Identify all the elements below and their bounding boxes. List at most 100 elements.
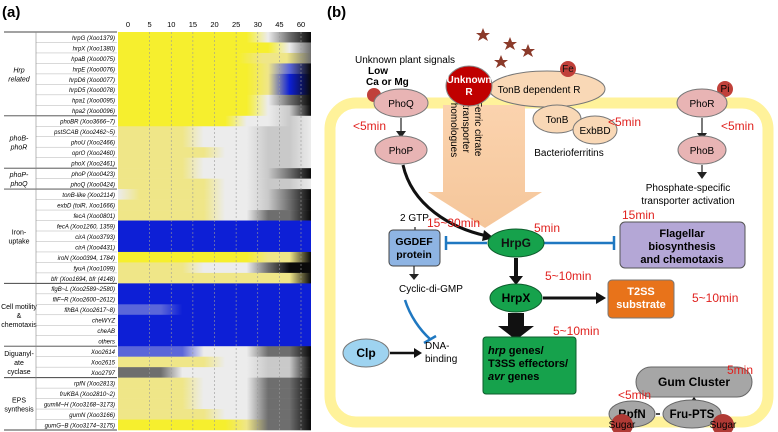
- heatmap-cell: [118, 189, 311, 200]
- heatmap-tick-label: 10: [167, 20, 175, 29]
- heatmap: [118, 32, 311, 431]
- heatmap-cell: [118, 398, 311, 410]
- heatmap-row: [118, 325, 311, 337]
- heatmap-row-label: gumM~H (Xoo3168~3173): [44, 402, 115, 408]
- dna-binding-label: DNA-binding: [425, 341, 457, 365]
- ferric-citrate-arrow: [428, 105, 542, 228]
- panel-b-letter: (b): [327, 4, 346, 21]
- phob-label: PhoB: [690, 146, 715, 157]
- phoq-time: <5min: [353, 119, 386, 133]
- heatmap-tick-label: 0: [126, 20, 130, 29]
- hrpg: [487, 228, 545, 258]
- hrpx: [489, 283, 543, 313]
- heatmap-cell: [118, 272, 311, 284]
- heatmap-row-label: Xoo2615: [90, 361, 116, 367]
- heatmap-row-label: rpfN (Xoo2813): [74, 381, 115, 387]
- heatmap-row: [118, 377, 311, 389]
- clp-label: Clp: [356, 346, 375, 360]
- phop-label: PhoP: [389, 146, 414, 157]
- phor-time: <5min: [721, 119, 754, 133]
- fe-ion: [560, 61, 576, 77]
- unknown-plant-signals-label: Unknown plant signals: [355, 55, 455, 66]
- panel-a-letter: (a): [2, 4, 20, 21]
- tonb-label: TonB: [546, 115, 569, 126]
- heatmap-row: [118, 272, 311, 284]
- heatmap-row-label: phoU (Xoo2466): [70, 141, 115, 147]
- flagellar-box: [619, 221, 746, 269]
- heatmap-row-label: fecA (Xoo0801): [74, 214, 115, 220]
- heatmap-row-label: hrpX (Xoo1380): [73, 46, 115, 52]
- heatmap-row-label: hrpD5 (Xoo0078): [69, 88, 115, 94]
- fe-label: Fe: [562, 64, 574, 75]
- heatmap-cell: [118, 241, 311, 253]
- heatmap-row: [118, 126, 311, 138]
- heatmap-group-label: phoB-phoR: [9, 135, 29, 151]
- heatmap-row-label: gumG~B (Xoo3174~3175): [45, 423, 115, 429]
- heatmap-row-label: bfr (Xoo1694, bfr (4148): [51, 277, 115, 283]
- heatmap-row-label: phoBR (Xoo3666~7): [59, 120, 115, 126]
- heatmap-row-label: cirA (Xoo3793): [75, 235, 115, 241]
- heatmap-row-label: gumN (Xoo3166): [69, 413, 115, 419]
- heatmap-cell: [118, 73, 311, 85]
- hrp-genes-time: 5~10min: [553, 324, 599, 338]
- heatmap-cell: [118, 52, 311, 64]
- heatmap-row: [118, 409, 311, 420]
- ggdef-arrowhead: [409, 274, 419, 280]
- heatmap-row: [118, 42, 311, 54]
- heatmap-row-label: phoX (Xoo2461): [70, 162, 115, 168]
- pi-ion: [717, 81, 733, 97]
- exbbd: [572, 115, 618, 145]
- heatmap-row: [118, 293, 311, 305]
- heatmap-group-label: Cell motility&chemotaxis: [1, 304, 37, 329]
- heatmap-row-label: phoQ (Xoo0424): [70, 182, 115, 188]
- heatmap-cell: [118, 356, 311, 368]
- heatmap-row-label: oprO (Xoo2460): [72, 151, 115, 157]
- cyclic-inhibit-clp: [403, 299, 431, 340]
- clp: [342, 338, 390, 368]
- hrpg-arrowhead: [509, 276, 523, 285]
- heatmap-row-label: cirA (Xoo4431): [75, 245, 115, 251]
- heatmap-tick-label: 25: [232, 20, 240, 29]
- tonb-dependent-label: TonB dependent R: [498, 85, 581, 96]
- heatmap-row-label: phoP (Xoo0423): [71, 172, 115, 178]
- hrp-genes-label: hrp genes/ T3SS effectors/ avr genes: [488, 345, 571, 383]
- hrpx-time: 5~10min: [545, 269, 591, 283]
- gtp-label: 2 GTP: [400, 213, 429, 224]
- heatmap-row-label: fruKBA (Xoo2810~2): [60, 392, 115, 398]
- heatmap-row-label: iroN (Xoo0394, 1784): [58, 256, 115, 262]
- heatmap-row: [118, 136, 311, 148]
- heatmap-row-label: exbD (tolR, Xoo1666): [57, 203, 115, 209]
- phop-to-hrpg-arrow: [401, 164, 488, 238]
- gum-time: 5min: [727, 363, 753, 377]
- heatmap-row-labels: hrpG (Xoo1379)hrpX (Xoo1380)hpaB (Xoo007…: [36, 31, 117, 429]
- phop: [374, 135, 428, 165]
- heatmap-row-label: fliF~R (Xoo2600~2612): [53, 298, 115, 304]
- heatmap-row: [118, 73, 311, 85]
- hrp-genes-box: [482, 336, 577, 395]
- phoq: [373, 88, 429, 118]
- phoq-arrowhead: [396, 131, 406, 138]
- hrpg-time: 5min: [534, 221, 560, 235]
- heatmap-row-label: others: [98, 340, 115, 346]
- flagellar-time: 15min: [622, 208, 655, 222]
- heatmap-cell: [118, 126, 311, 138]
- heatmap-row: [118, 356, 311, 368]
- heatmap-row-label: hrpG (Xoo1379): [72, 36, 115, 42]
- phob-arrowhead: [697, 172, 707, 179]
- phor: [676, 88, 728, 118]
- t2ss-time: 5~10min: [692, 291, 738, 305]
- heatmap-tick-label: 60: [297, 20, 305, 29]
- frupts: [662, 399, 722, 429]
- hrpx-t2ss-arrowhead: [596, 292, 606, 304]
- gum-cluster-label: Gum Cluster: [658, 375, 730, 389]
- hrpx-to-genes-arrow: [498, 313, 534, 340]
- heatmap-row: [118, 262, 311, 274]
- heatmap-row-label: cheAB: [97, 329, 115, 335]
- heatmap-cell: [118, 346, 311, 357]
- heatmap-row: [118, 241, 311, 253]
